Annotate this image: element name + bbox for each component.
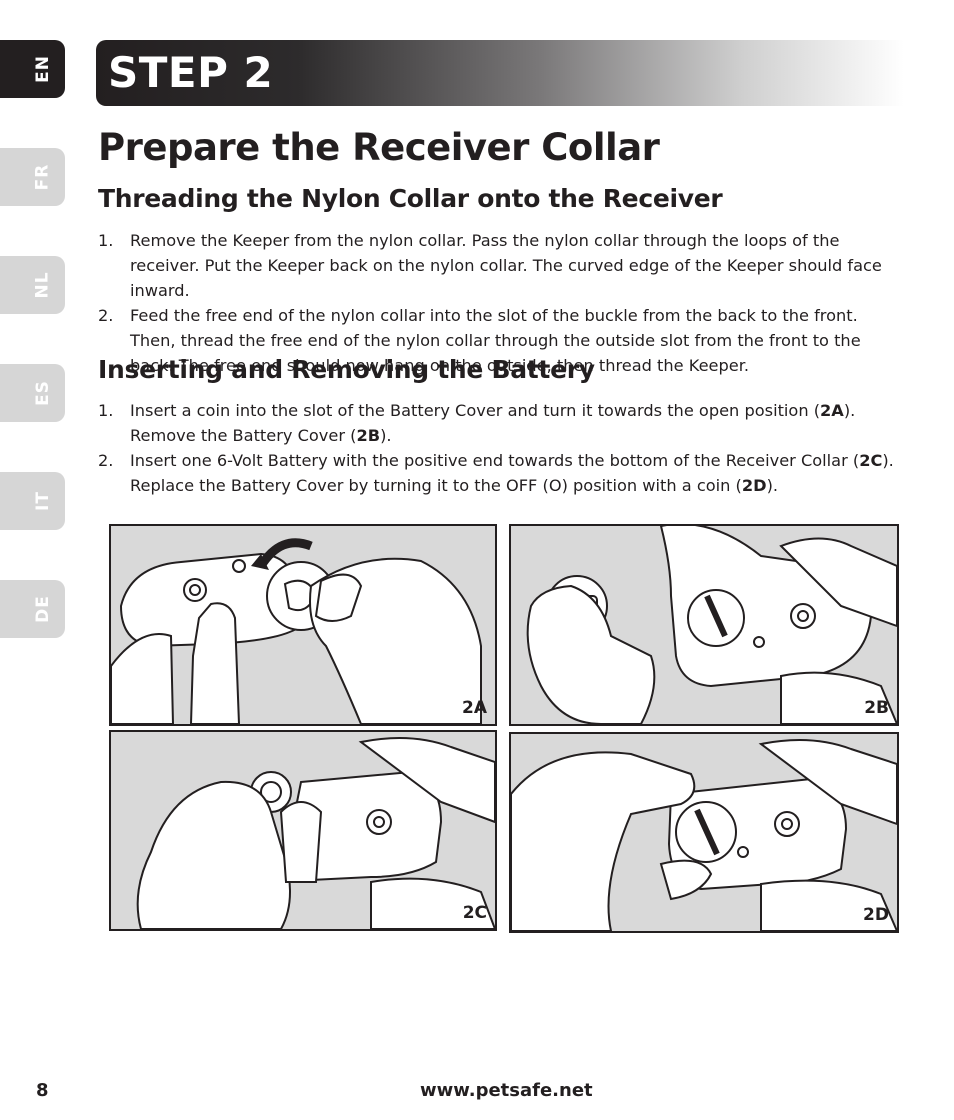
list-item-number: 1. — [98, 401, 114, 420]
footer-url-link[interactable]: www.petsafe.net — [420, 1080, 593, 1101]
lang-tab-de[interactable]: DE — [0, 580, 65, 638]
figure-2a-illustration — [111, 538, 482, 724]
page-number: 8 — [36, 1080, 49, 1101]
list-item-number: 2. — [98, 451, 114, 470]
list-item-text: Remove the Keeper from the nylon collar.… — [130, 231, 882, 300]
step-banner-label: STEP 2 — [108, 48, 274, 97]
figure-2d: 2D — [509, 732, 899, 933]
battery-steps-list: 1. Insert a coin into the slot of the Ba… — [98, 398, 908, 498]
list-item-text: Feed the free end of the nylon collar in… — [130, 306, 861, 375]
figure-2b: 2B — [509, 524, 899, 726]
lang-tab-label: IT — [32, 491, 53, 511]
lang-tab-label: DE — [32, 595, 53, 623]
list-item: 1. Remove the Keeper from the nylon coll… — [98, 228, 908, 303]
list-item-text-part: ). Replace the Battery Cover by turning … — [130, 451, 894, 495]
figure-2c-illustration — [136, 737, 495, 929]
list-item: 1. Insert a coin into the slot of the Ba… — [98, 398, 908, 448]
threading-steps-list: 1. Remove the Keeper from the nylon coll… — [98, 228, 908, 378]
lang-tab-label: ES — [32, 380, 53, 406]
figure-label: 2C — [462, 903, 487, 923]
figure-2c: 2C — [109, 730, 497, 931]
section-heading-threading: Threading the Nylon Collar onto the Rece… — [98, 184, 723, 213]
list-item-number: 1. — [98, 231, 114, 250]
list-item: 2. Insert one 6-Volt Battery with the po… — [98, 448, 908, 498]
figure-ref: 2D — [741, 476, 767, 495]
figure-ref: 2A — [820, 401, 844, 420]
lang-tab-fr[interactable]: FR — [0, 148, 65, 206]
list-item-text-part: Insert one 6-Volt Battery with the posit… — [130, 451, 860, 470]
section-heading-battery: Inserting and Removing the Battery — [98, 355, 595, 384]
lang-tab-label: NL — [32, 271, 53, 299]
page-title: Prepare the Receiver Collar — [98, 126, 660, 169]
lang-tab-en[interactable]: EN — [0, 40, 65, 98]
figure-ref: 2C — [859, 451, 883, 470]
lang-tab-it[interactable]: IT — [0, 472, 65, 530]
figure-label: 2D — [863, 905, 889, 925]
figure-2a: 2A — [109, 524, 497, 726]
lang-tab-nl[interactable]: NL — [0, 256, 65, 314]
lang-tab-label: EN — [32, 55, 53, 83]
list-item: 2. Feed the free end of the nylon collar… — [98, 303, 908, 378]
list-item-number: 2. — [98, 306, 114, 325]
figure-label: 2B — [864, 698, 889, 718]
step-banner: STEP 2 — [96, 40, 904, 106]
list-item-text-part: ). — [380, 426, 392, 445]
list-item-text-part: ). Remove the Battery Cover ( — [130, 401, 856, 445]
figure-2d-illustration — [511, 739, 897, 931]
list-item-text-part: Insert a coin into the slot of the Batte… — [130, 401, 821, 420]
list-item-text-part: ). — [766, 476, 779, 495]
figure-label: 2A — [462, 698, 487, 718]
figure-ref: 2B — [356, 426, 381, 445]
lang-tab-es[interactable]: ES — [0, 364, 65, 422]
lang-tab-label: FR — [32, 163, 53, 191]
figure-2b-illustration — [526, 526, 897, 724]
